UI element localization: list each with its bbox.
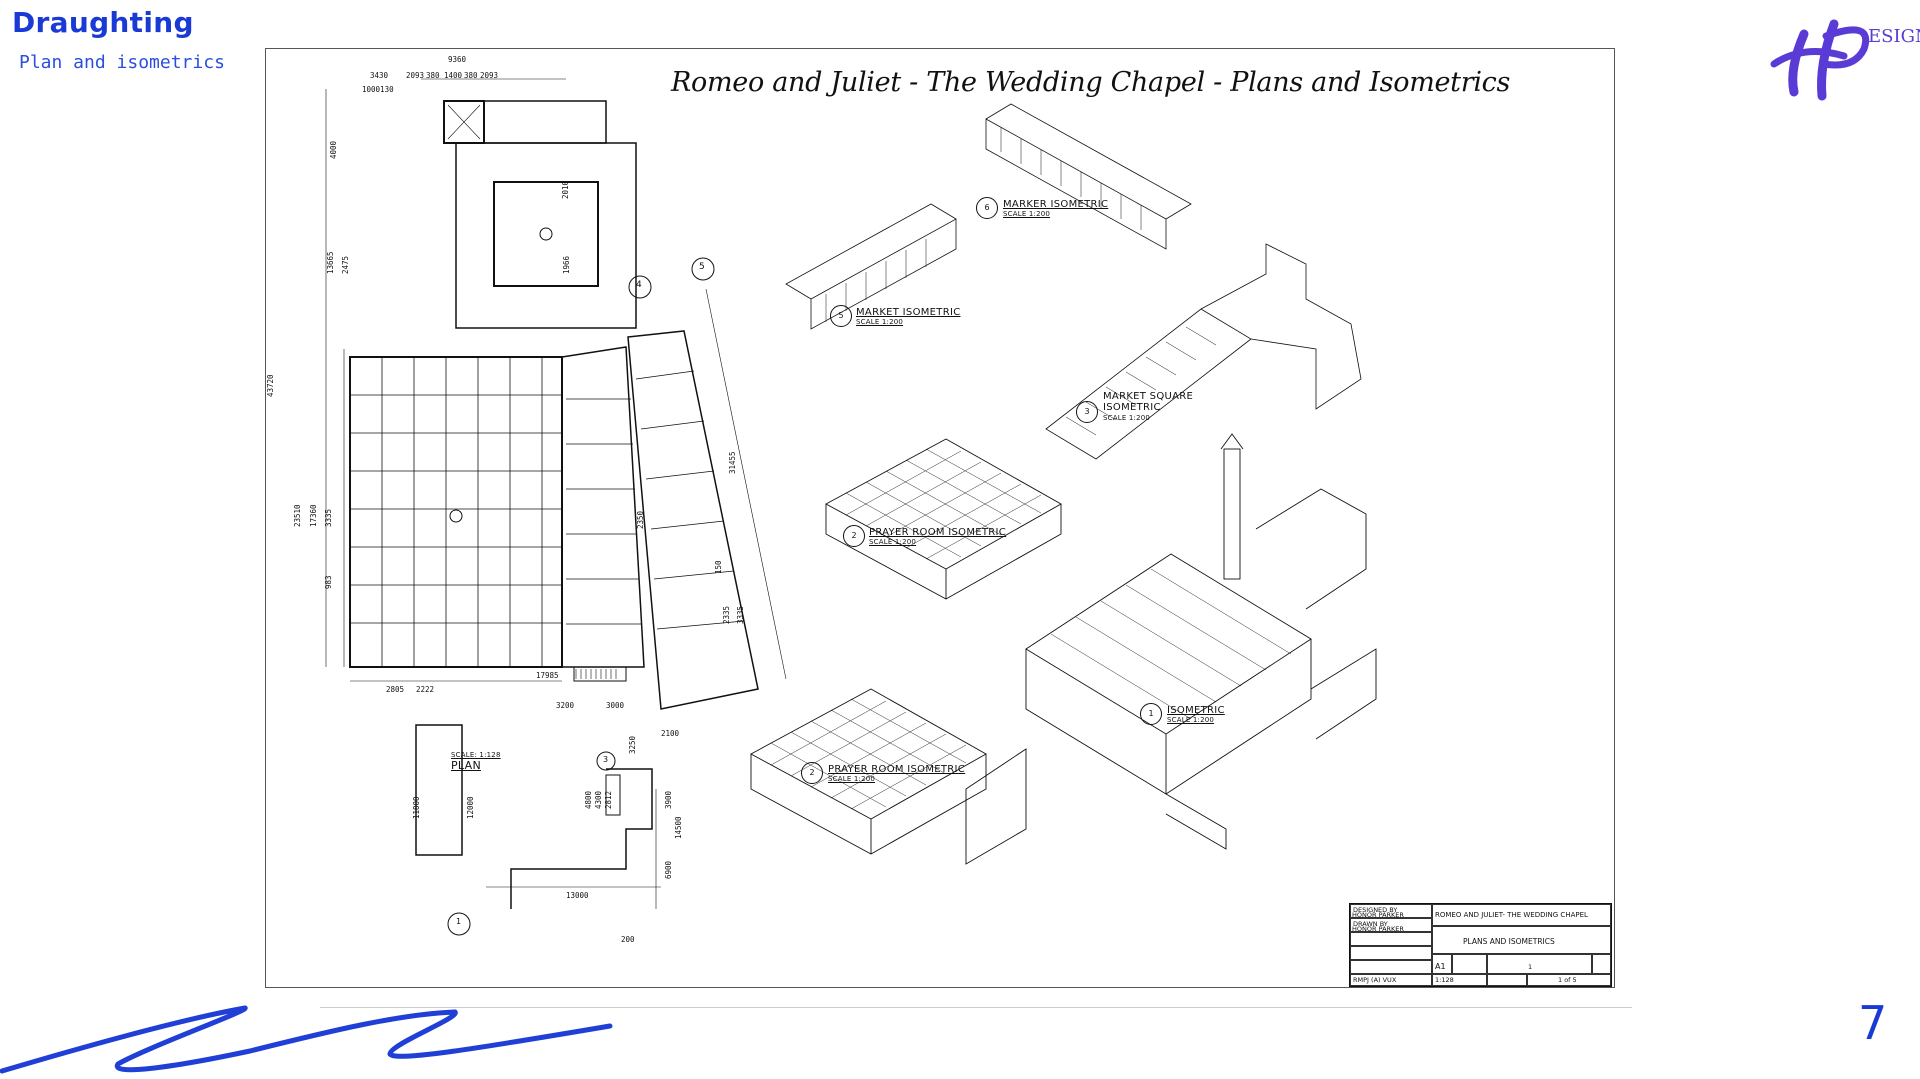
dimension: 4000 [329, 140, 338, 159]
dimension: 150 [714, 560, 723, 574]
dimension: 13000 [566, 891, 589, 900]
title-block: DESIGNED BY HONOR PARKER DRAWN BY HONOR … [1349, 903, 1612, 987]
page-title: Draughting [12, 6, 194, 39]
dimension: 23510 [293, 504, 302, 527]
dimension: 3000 [606, 701, 625, 710]
marker-3-view: 3 [1076, 401, 1098, 423]
plan-number-label: 1 [456, 917, 462, 926]
dimension: 6900 [664, 860, 673, 879]
page-subtitle: Plan and isometrics [19, 52, 225, 73]
sheet-of: 1 of 5 [1527, 974, 1611, 986]
footer-divider [320, 1007, 1632, 1008]
dimension: 14500 [674, 816, 683, 839]
marker-1-view: 1 [1140, 703, 1162, 725]
dimension: 2100 [661, 729, 680, 738]
complex-isometric-drawing [965, 433, 1377, 865]
dimension: 2010 [561, 180, 570, 199]
scale-value: 1:128 [1432, 974, 1487, 986]
hp-design-logo [1770, 19, 1870, 101]
dimension: 2805 [386, 685, 405, 694]
marker-2-view: 2 [843, 525, 865, 547]
lower-annex [415, 724, 463, 856]
dimension: 4300 [594, 790, 603, 809]
dimension: 3200 [556, 701, 575, 710]
courtyard-inner [493, 181, 599, 287]
prayer-room-isometric-drawing-2 [750, 688, 987, 855]
dimension: 17985 [536, 671, 559, 680]
dimension: 2475 [341, 255, 350, 274]
dimension: 380 [426, 71, 440, 80]
side-arcade [561, 346, 645, 668]
architectural-drawing [325, 78, 1377, 936]
market-isometric-drawing [785, 203, 957, 330]
marker-2-view-bottom: 2 [801, 762, 823, 784]
marker-isometric-drawing [985, 103, 1192, 250]
marker-5-view: 5 [830, 305, 852, 327]
page-number: 7 [1858, 996, 1888, 1050]
marker-4-label: 4 [636, 280, 643, 290]
dimension: 3250 [628, 735, 637, 754]
marker-3-label: 3 [603, 755, 609, 764]
dimension: 3430 [370, 71, 389, 80]
project-name: ROMEO AND JULIET- THE WEDDING CHAPEL [1432, 904, 1611, 926]
brush-scribble [0, 1005, 613, 1074]
dimension: 17360 [309, 504, 318, 527]
dimension: 9360 [448, 55, 467, 64]
lower-wing [510, 768, 653, 909]
marker-5-label: 5 [699, 262, 706, 272]
entrance-block [483, 100, 607, 144]
dimension: 2093 [480, 71, 499, 80]
market-square-isometric-drawing [1045, 243, 1362, 460]
drawn-by-label: DRAWN BY [1350, 918, 1432, 932]
dimension: 1966 [562, 255, 571, 274]
market-wing [627, 330, 759, 710]
dimension: 2350 [636, 510, 645, 529]
dimension: 4800 [584, 790, 593, 809]
dimension: 2222 [416, 685, 435, 694]
dimension: 13665 [326, 251, 335, 274]
drawing-sheet: Romeo and Juliet - The Wedding Chapel - … [265, 48, 1615, 988]
dimension: 983 [324, 575, 333, 589]
dimension: 2335 [722, 605, 731, 624]
dimension: 2812 [604, 790, 613, 809]
designed-by-label: DESIGNED BY [1350, 904, 1432, 918]
sheet-index: 1 [1487, 954, 1592, 974]
dimension: 2093 [406, 71, 425, 80]
dimension: 12000 [466, 796, 475, 819]
dimension: 3335 [324, 508, 333, 527]
drawn-by: HONOR PARKER [1352, 925, 1404, 933]
front-steps [573, 666, 627, 682]
sheet-size: A1 [1432, 954, 1452, 974]
prayer-room-isometric-drawing [825, 438, 1062, 600]
dimension: 1000130 [362, 85, 394, 94]
designed-by: HONOR PARKER [1352, 911, 1404, 919]
dimension: 43720 [266, 374, 275, 397]
dimension: 3900 [664, 790, 673, 809]
file-name: RMPJ (A) VUX [1350, 974, 1432, 986]
dimension: 3335 [736, 605, 745, 624]
sheet-title-block: PLANS AND ISOMETRICS [1432, 926, 1611, 954]
logo-text: ESIGN [1868, 26, 1920, 47]
dimension: 11800 [412, 796, 421, 819]
dimension: 1400 [444, 71, 463, 80]
dimension: 31455 [728, 451, 737, 474]
marker-6: 6 [976, 197, 998, 219]
dimension: 200 [621, 935, 635, 944]
sheet-title: Romeo and Juliet - The Wedding Chapel - … [671, 67, 1511, 98]
hall-grid [350, 357, 562, 667]
courtyard-outer [455, 142, 637, 329]
dimension: 380 [464, 71, 478, 80]
